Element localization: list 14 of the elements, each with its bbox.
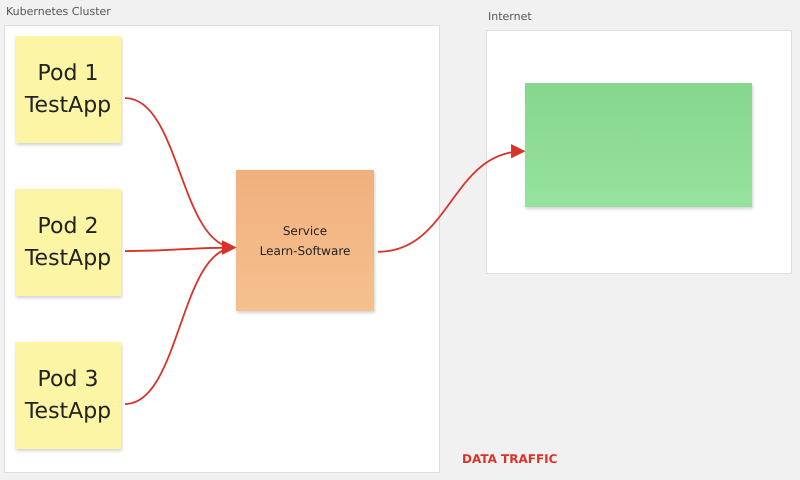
sticky-note — [525, 83, 752, 207]
note-text: Pod 1 TestApp — [24, 60, 112, 120]
sticky-note — [15, 189, 121, 296]
note-text: Service Learn-Software — [258, 222, 352, 260]
sticky-note — [236, 170, 374, 311]
note-text: Pod 2 TestApp — [24, 212, 112, 272]
sticky-note — [15, 342, 121, 449]
panel-heading: Kubernetes Cluster — [6, 5, 111, 18]
curved-arrow — [378, 146, 526, 253]
panel-heading: Internet — [488, 10, 532, 23]
note-text: Pod 3 TestApp — [24, 366, 112, 426]
curved-arrow — [124, 244, 236, 405]
annotation-text: DATA TRAFFIC — [462, 452, 558, 466]
sticky-note — [15, 36, 121, 143]
